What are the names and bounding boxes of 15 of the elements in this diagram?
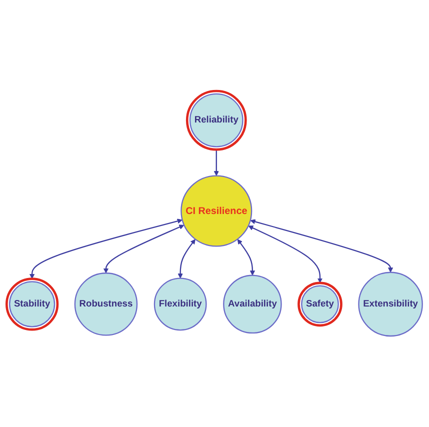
node-circle: Stability	[6, 278, 59, 331]
node-circle: Extensibility	[358, 272, 423, 337]
arrow	[103, 224, 184, 274]
node-circle: Flexibility	[154, 278, 207, 331]
arrow	[250, 219, 394, 273]
arrow	[30, 218, 182, 279]
arrow	[248, 226, 323, 284]
node-circle: Reliability	[186, 90, 247, 151]
node-circle: Availability	[223, 274, 282, 334]
arrow	[178, 239, 196, 279]
arrow	[237, 239, 255, 276]
node-circle: CI Resilience	[180, 175, 252, 247]
node-circle: Safety	[298, 282, 342, 327]
arrow	[214, 150, 219, 176]
node-circle: Robustness	[74, 272, 138, 336]
